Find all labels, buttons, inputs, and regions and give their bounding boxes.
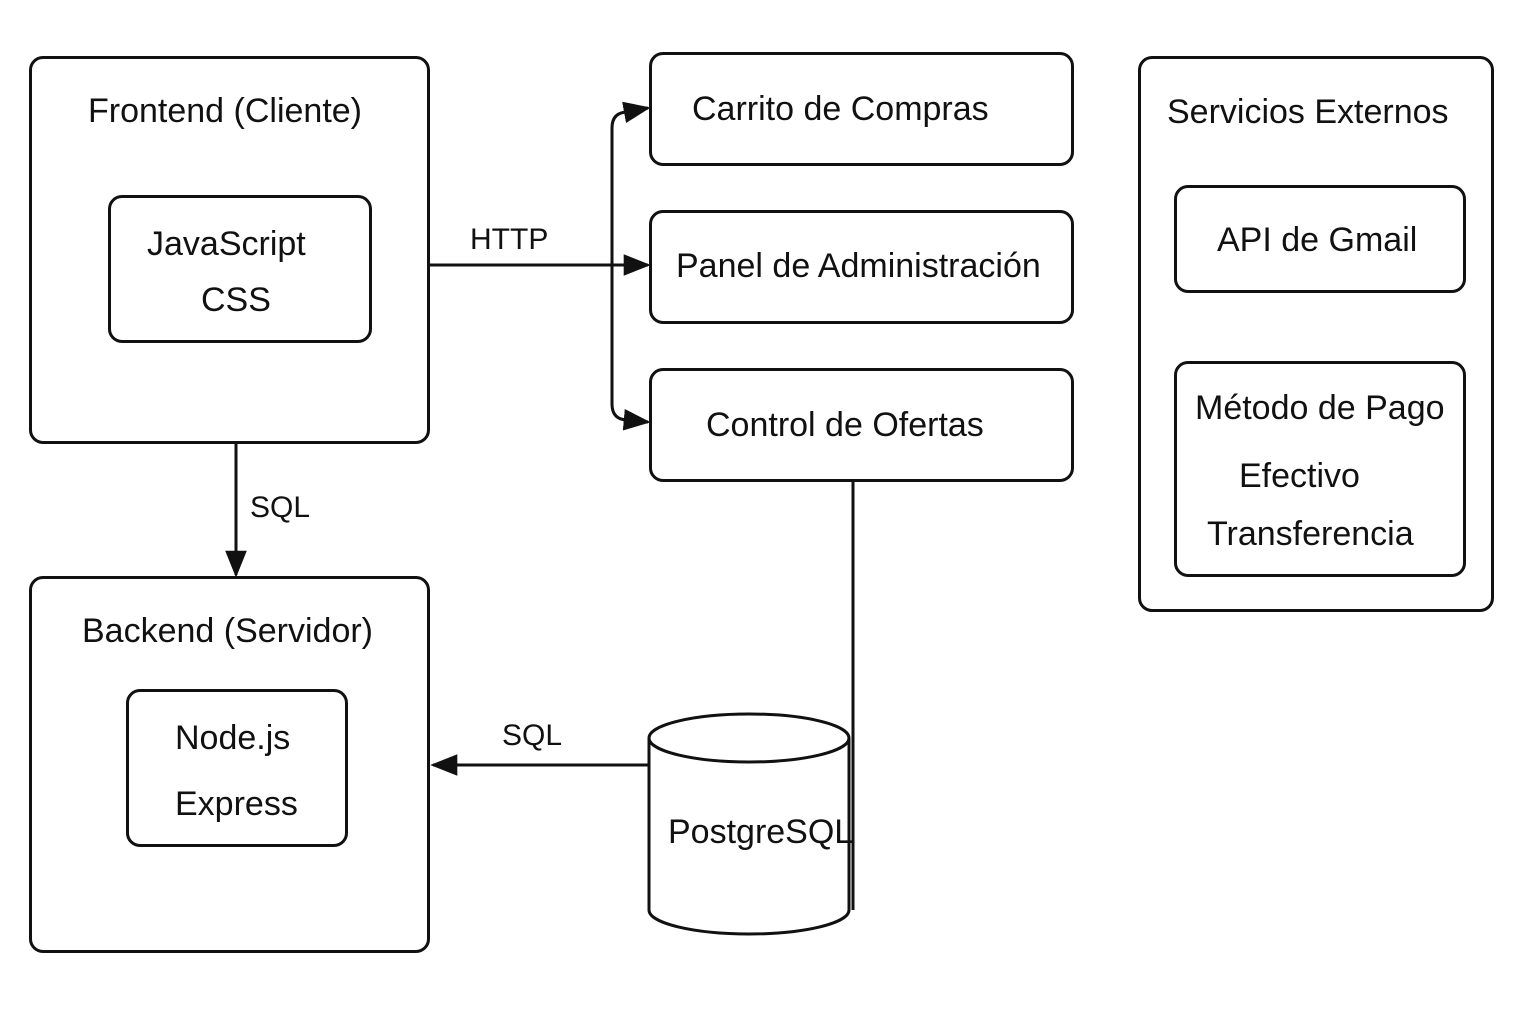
cart-module-label: Carrito de Compras: [692, 90, 989, 128]
backend-box: Backend (Servidor) Node.js Express: [29, 576, 430, 953]
backend-tech-box: Node.js Express: [126, 689, 348, 847]
external-services-box: Servicios Externos API de Gmail Método d…: [1138, 56, 1494, 612]
database-cylinder-icon: [647, 712, 851, 936]
http-edge-label: HTTP: [470, 223, 549, 256]
gmail-api-label: API de Gmail: [1217, 221, 1418, 259]
sql-edge-label-db-backend: SQL: [502, 719, 563, 752]
cart-module-box: Carrito de Compras: [649, 52, 1074, 166]
frontend-tech-javascript: JavaScript: [147, 225, 306, 263]
database-label: PostgreSQL: [668, 813, 854, 851]
offers-module-box: Control de Ofertas: [649, 368, 1074, 482]
frontend-title: Frontend (Cliente): [88, 92, 363, 130]
frontend-tech-box: JavaScript CSS: [108, 195, 372, 343]
backend-title: Backend (Servidor): [82, 612, 374, 650]
backend-tech-nodejs: Node.js: [175, 719, 291, 757]
admin-module-box: Panel de Administración: [649, 210, 1074, 324]
payment-option-cash: Efectivo: [1239, 457, 1360, 495]
http-arrow-offers: [622, 409, 651, 431]
payment-option-transfer: Transferencia: [1207, 515, 1414, 553]
sql-edge-label-frontend-backend: SQL: [250, 491, 311, 524]
frontend-tech-css: CSS: [201, 281, 271, 319]
http-branch-vertical: [610, 110, 629, 422]
offers-module-label: Control de Ofertas: [706, 406, 984, 444]
payment-method-title: Método de Pago: [1195, 389, 1445, 427]
backend-tech-express: Express: [175, 785, 298, 823]
payment-method-box: Método de Pago Efectivo Transferencia: [1174, 361, 1466, 577]
http-arrow-cart: [622, 101, 651, 123]
gmail-api-box: API de Gmail: [1174, 185, 1466, 293]
external-services-title: Servicios Externos: [1167, 93, 1449, 131]
admin-module-label: Panel de Administración: [676, 247, 1041, 285]
frontend-box: Frontend (Cliente) JavaScript CSS: [29, 56, 430, 444]
